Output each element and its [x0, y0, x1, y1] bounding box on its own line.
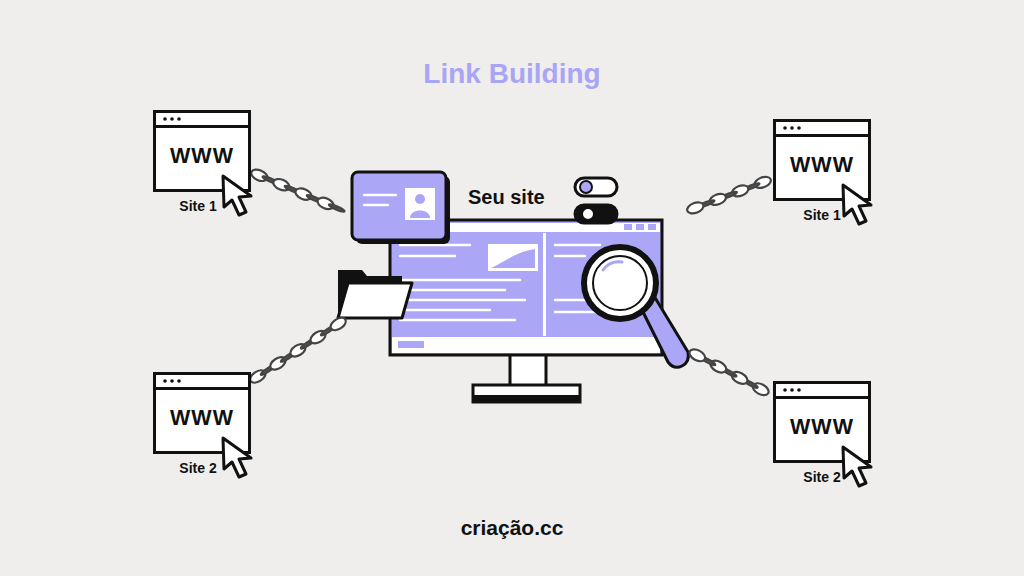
- site-caption: Site 1: [776, 207, 868, 223]
- www-text: WWW: [156, 405, 248, 431]
- chain-link: [686, 175, 773, 216]
- window-bar: [156, 375, 248, 390]
- site-caption: Site 1: [152, 198, 244, 214]
- www-text: WWW: [776, 414, 868, 440]
- site-caption: Site 2: [776, 469, 868, 485]
- window-bar: [776, 122, 868, 137]
- site-heading: Seu site: [468, 186, 545, 209]
- www-text: WWW: [776, 152, 868, 178]
- cursor-icon: [840, 444, 886, 490]
- chain-link: [687, 347, 770, 398]
- chain-link: [250, 167, 346, 213]
- cursor-icon: [840, 182, 886, 228]
- www-text: WWW: [156, 143, 248, 169]
- browser-window: WWWSite 2: [153, 372, 251, 454]
- window-dots: [780, 122, 810, 134]
- browser-window: WWWSite 1: [773, 119, 871, 201]
- browser-window: WWWSite 1: [153, 110, 251, 192]
- diagram-title: Link Building: [0, 58, 1024, 90]
- window-dots: [780, 384, 810, 396]
- browser-window: WWWSite 2: [773, 381, 871, 463]
- window-bar: [776, 384, 868, 399]
- brand-label: criação.cc: [0, 516, 1024, 540]
- window-dots: [160, 113, 190, 125]
- chain-link: [248, 315, 348, 385]
- window-dots: [160, 375, 190, 387]
- site-caption: Site 2: [152, 460, 244, 476]
- cursor-icon: [220, 435, 266, 481]
- window-bar: [156, 113, 248, 128]
- cursor-icon: [220, 173, 266, 219]
- site-monitor: Seu site: [345, 175, 685, 370]
